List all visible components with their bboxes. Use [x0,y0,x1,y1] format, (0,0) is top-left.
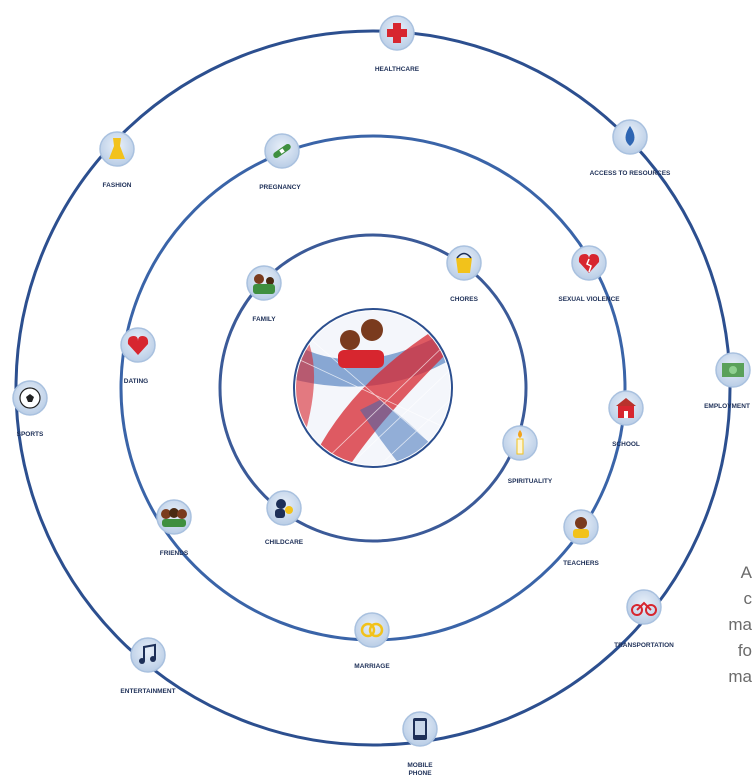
node-friends: FRIENDS [156,499,192,557]
node-label: CHILDCARE [265,539,304,546]
bicycle-icon [631,601,657,616]
node-label: ACCESS TO RESOURCES [590,170,671,177]
node-healthcare: HEALTHCARE [375,15,420,73]
node-label: EMPLOYMENT [704,403,750,410]
rings-icon [360,622,384,638]
node-label: FRIENDS [160,550,189,557]
heart-icon [127,336,149,355]
pregnancy-test-icon [273,143,291,159]
node-pregnancy: PREGNANCY [259,133,301,191]
medical-cross-icon [387,23,407,43]
node-sexual-violence: SEXUAL VIOLENCE [558,245,620,303]
node-label: HEALTHCARE [375,66,420,73]
node-spirituality: SPIRITUALITY [502,425,553,485]
center-image [293,308,453,468]
node-label: DATING [124,378,148,385]
inner-ring [218,233,528,543]
node-access-to-resources: ACCESS TO RESOURCES [590,119,671,177]
node-label: PHONE [408,770,432,777]
node-fashion: FASHION [99,131,135,189]
money-icon [722,363,744,377]
node-label: CHORES [450,296,478,303]
node-label: MARRIAGE [354,663,390,670]
node-childcare: CHILDCARE [265,490,304,546]
node-label: TEACHERS [563,560,599,567]
node-transportation: TRANSPORTATION [614,589,674,649]
node-employment: EMPLOYMENT [704,352,751,410]
node-teachers: TEACHERS [563,509,600,567]
node-label: SPORTS [17,431,44,438]
node-circle [246,265,282,301]
friends-icon [161,508,187,527]
node-label: SCHOOL [612,441,640,448]
node-label: ENTERTAINMENT [120,688,175,695]
mobile-phone-icon [413,718,427,740]
node-label: PREGNANCY [259,184,301,191]
node-entertainment: ENTERTAINMENT [120,637,176,695]
node-circle [354,612,390,648]
music-note-icon [139,643,156,664]
bucket-icon [456,252,472,273]
node-dating: DATING [120,327,156,385]
node-label: SPIRITUALITY [508,478,553,485]
soccer-ball-icon [19,387,41,409]
node-label: SEXUAL VIOLENCE [558,296,620,303]
candle-icon [516,430,524,455]
node-marriage: MARRIAGE [354,612,390,670]
family-icon [253,274,275,294]
node-chores: CHORES [446,245,482,303]
broken-heart-icon [578,254,600,273]
node-school: SCHOOL [608,390,644,448]
node-sports: SPORTS [12,380,48,438]
node-label: TRANSPORTATION [614,642,674,649]
node-family: FAMILY [246,265,282,323]
dress-icon [109,138,125,159]
node-label: FAMILY [252,316,276,323]
node-circle [130,637,166,673]
teacher-icon [573,517,589,538]
node-label: FASHION [103,182,132,189]
mother-child-icon [275,499,293,518]
cropped-side-text: A c ma fo ma [728,563,752,686]
water-drop-icon [625,126,635,146]
school-icon [616,398,636,418]
node-label: MOBILE [407,762,433,769]
